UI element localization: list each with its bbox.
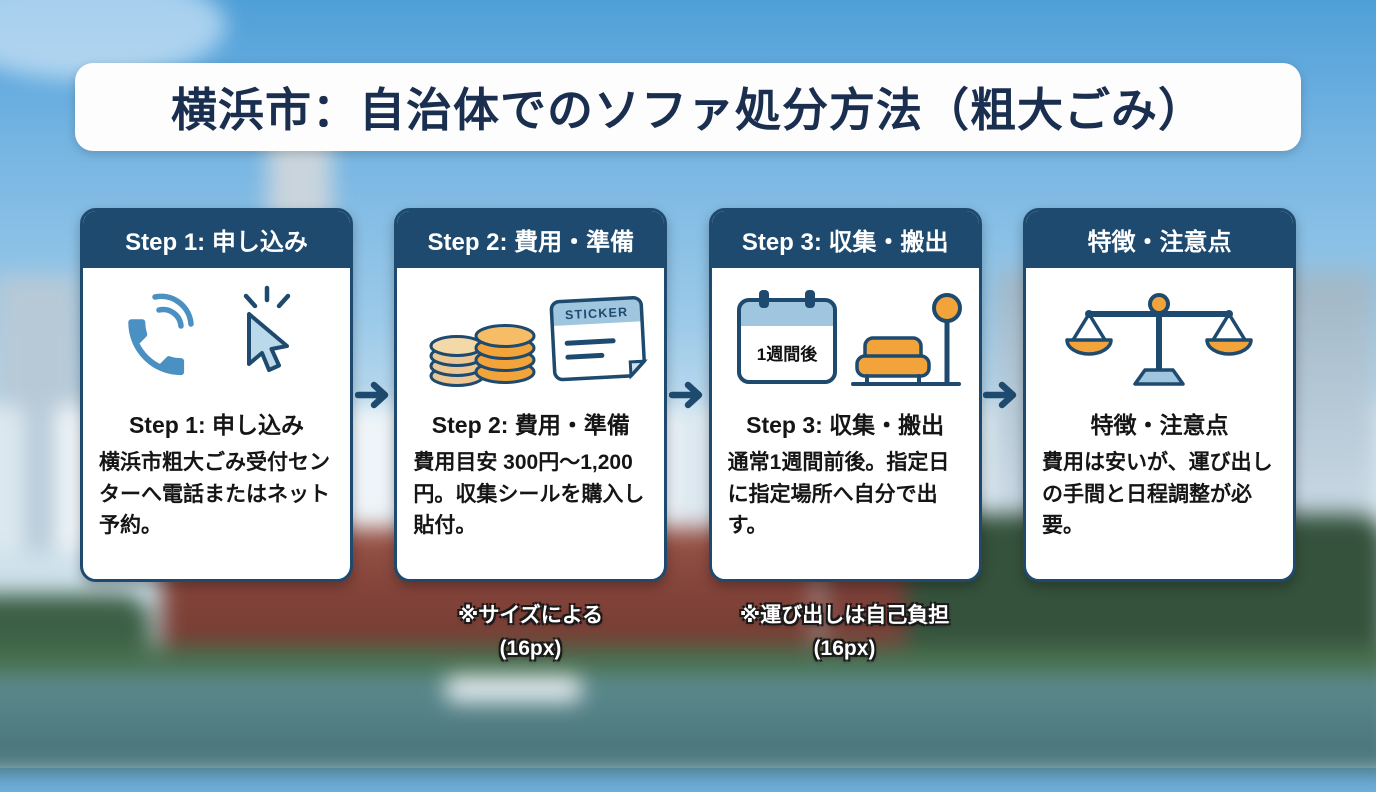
card-step3-body: 通常1週間前後。指定日に指定場所へ自分で出す。 xyxy=(727,451,950,537)
water xyxy=(0,673,1376,773)
card-step1-body: 横浜市粗大ごみ受付センターへ電話またはネット予約。 xyxy=(99,451,330,537)
balance-scale-icon xyxy=(1026,276,1293,404)
phone-and-cursor-icon xyxy=(83,276,350,404)
card-step3-header: Step 3: 収集・搬出 xyxy=(711,211,979,268)
footnote-step3: ※運び出しは自己負担 (16px) xyxy=(708,600,981,665)
footnote-step2-line1: ※サイズによる xyxy=(457,604,604,627)
coins-and-sticker-icon: STICKER xyxy=(397,276,664,404)
card-step2-title: Step 2: 費用・準備 xyxy=(431,412,630,438)
calendar-label: 1週間後 xyxy=(757,344,818,364)
card-step1: Step 1: 申し込み Step 1: 申し込み 横浜市粗大ごみ受付センターへ… xyxy=(80,208,353,582)
card-step2: Step 2: 費用・準備 xyxy=(394,208,668,582)
card-notes-title: 特徴・注意点 xyxy=(1090,412,1229,438)
card-notes-body: 費用は安いが、運び出しの手間と日程調整が必要。 xyxy=(1041,451,1273,537)
card-step2-header: Step 2: 費用・準備 xyxy=(397,211,665,268)
card-step3: Step 3: 収集・搬出 1週間後 xyxy=(708,208,982,582)
steps-row: Step 1: 申し込み Step 1: 申し込み 横浜市粗大ごみ受付センターへ… xyxy=(80,208,1296,582)
card-notes-header: 特徴・注意点 xyxy=(1025,211,1293,268)
card-step3-title: Step 3: 収集・搬出 xyxy=(746,412,945,438)
arrow-icon xyxy=(667,208,708,582)
arrow-icon xyxy=(982,208,1023,582)
sticker-label: STICKER xyxy=(565,305,629,322)
boat xyxy=(446,676,581,702)
card-step1-header: Step 1: 申し込み xyxy=(83,211,350,268)
card-step1-title: Step 1: 申し込み xyxy=(128,412,305,438)
calendar-and-sofa-icon: 1週間後 xyxy=(712,276,979,404)
arrow-icon xyxy=(353,208,394,582)
footnote-step2-line2: (16px) xyxy=(499,636,562,660)
footnote-step3-line1: ※運び出しは自己負担 xyxy=(739,604,950,627)
footnote-step2: ※サイズによる (16px) xyxy=(394,600,667,665)
footnote-step3-line2: (16px) xyxy=(813,636,876,660)
title-banner: 横浜市：自治体でのソファ処分方法（粗大ごみ） xyxy=(75,63,1301,151)
card-notes: 特徴・注意点 特徴・注意点 費用は安いが、運び出しの手間と日程調整が必要。 xyxy=(1022,208,1296,582)
card-step2-body: 費用目安 300円〜1,200円。収集シールを購入し貼付。 xyxy=(413,451,645,537)
page-title: 横浜市：自治体でのソファ処分方法（粗大ごみ） xyxy=(171,84,1205,136)
